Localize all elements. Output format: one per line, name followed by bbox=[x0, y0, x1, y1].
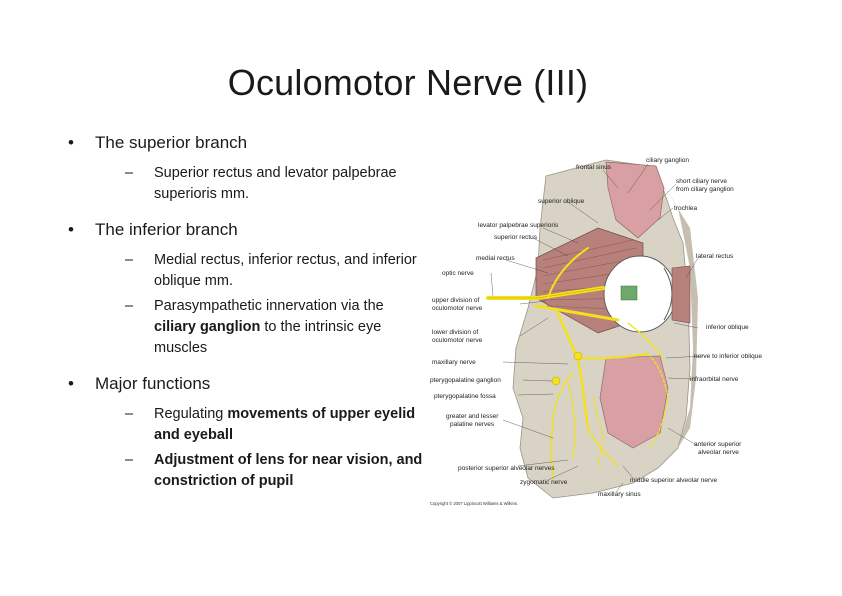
label-inferior-oblique: inferior oblique bbox=[706, 324, 749, 331]
label-short-ciliary-2: from ciliary ganglion bbox=[676, 186, 734, 193]
sub-bullet-text: to the intrinsic eye muscles bbox=[154, 319, 382, 356]
sub-bullet-text: Parasympathetic innervation via the bbox=[154, 298, 384, 314]
leader-lines bbox=[490, 163, 704, 493]
bullet-text: The inferior branch bbox=[95, 220, 238, 239]
label-posterior-superior: posterior superior alveolar nerves bbox=[458, 465, 555, 472]
dash-marker: – bbox=[125, 452, 134, 468]
sub-bullet-bold-text: movements of upper eyelid and eyeball bbox=[154, 406, 416, 443]
label-maxillary-nerve: maxillary nerve bbox=[432, 359, 476, 366]
label-pterygopalatine-ganglion: pterygopalatine ganglion bbox=[430, 377, 501, 384]
label-medial-rectus: medial rectus bbox=[476, 255, 515, 262]
label-trochlea: trochlea bbox=[674, 205, 698, 212]
label-lower-division-1: lower division of bbox=[432, 329, 478, 336]
label-lower-division-2: oculomotor nerve bbox=[432, 337, 483, 344]
dash-marker: – bbox=[125, 406, 134, 422]
label-ciliary-ganglion: ciliary ganglion bbox=[646, 157, 689, 164]
label-short-ciliary-1: short ciliary nerve bbox=[676, 178, 727, 185]
label-zygomatic-nerve: zygomatic nerve bbox=[520, 479, 568, 486]
dash-marker: – bbox=[125, 252, 134, 268]
label-superior-rectus: superior rectus bbox=[494, 234, 538, 241]
muscle-insertion bbox=[620, 285, 638, 301]
maxillary-sinus bbox=[599, 355, 669, 449]
bullet-item: Major functions – Regulating movements of … bbox=[68, 373, 428, 492]
bullet-item: The superior branch – Superior rectus and … bbox=[68, 132, 428, 205]
label-middle-superior: middle superior alveolar nerve bbox=[630, 477, 717, 484]
dash-marker: – bbox=[125, 165, 134, 181]
frontal-sinus bbox=[605, 161, 665, 239]
label-maxillary-sinus: maxillary sinus bbox=[598, 491, 641, 498]
eye-anatomy-illustration: ciliary ganglion frontal sinus short cil… bbox=[430, 157, 762, 506]
sub-bullet-text: Medial rectus, inferior rectus, and infe… bbox=[154, 252, 417, 289]
bullet-item: The inferior branch – Medial rectus, infer… bbox=[68, 219, 428, 359]
skull-shading bbox=[653, 168, 698, 448]
label-upper-division-1: upper division of bbox=[432, 297, 480, 304]
sub-bullet-item: – Regulating movements of upper eyelid an… bbox=[95, 404, 428, 446]
label-palatine-1: greater and lesser bbox=[446, 413, 499, 420]
sub-bullet-bold-text: Adjustment of lens for near vision, and … bbox=[154, 452, 423, 489]
oculomotor-nerves bbox=[486, 247, 669, 479]
bullet-text: The superior branch bbox=[95, 133, 248, 152]
label-optic-nerve: optic nerve bbox=[442, 270, 474, 277]
sub-bullet-item: – Adjustment of lens for near vision, and… bbox=[95, 450, 428, 492]
lateral-rectus bbox=[671, 265, 691, 324]
label-levator: levator palpebrae superioris bbox=[478, 222, 559, 229]
sub-bullet-item: – Medial rectus, inferior rectus, and inf… bbox=[95, 250, 428, 292]
label-pterygopalatine-fossa: pterygopalatine fossa bbox=[434, 393, 496, 400]
ciliary-ganglion bbox=[573, 351, 583, 361]
bullet-text: Major functions bbox=[95, 374, 211, 393]
label-upper-division-2: oculomotor nerve bbox=[432, 305, 483, 312]
sub-bullet-item: – Superior rectus and levator palpebrae s… bbox=[95, 163, 428, 205]
label-anterior-superior-2: alveolar nerve bbox=[698, 449, 739, 456]
label-lateral-rectus: lateral rectus bbox=[696, 253, 734, 260]
sub-bullet-text: Superior rectus and levator palpebrae su… bbox=[154, 165, 397, 202]
slide-title: Oculomotor Nerve (III) bbox=[227, 62, 589, 103]
label-palatine-2: palatine nerves bbox=[450, 421, 495, 428]
label-anterior-superior-1: anterior superior bbox=[694, 441, 742, 448]
dash-marker: – bbox=[125, 298, 134, 314]
label-infraorbital-nerve: infraorbital nerve bbox=[690, 376, 739, 383]
label-nerve-inferior-oblique: nerve to inferior oblique bbox=[694, 353, 762, 360]
bullet-list: The superior branch – Superior rectus and … bbox=[68, 132, 428, 506]
label-frontal-sinus: frontal sinus bbox=[576, 164, 612, 171]
figure-copyright: Copyright © 2007 Lippincott Williams & W… bbox=[430, 501, 518, 506]
sub-bullet-text: Regulating bbox=[154, 406, 228, 422]
label-superior-oblique: superior oblique bbox=[538, 198, 585, 205]
pterygopalatine-ganglion bbox=[551, 376, 561, 386]
sub-bullet-bold-text: ciliary ganglion bbox=[154, 319, 261, 335]
sub-bullet-item: – Parasympathetic innervation via the cil… bbox=[95, 296, 428, 359]
eye-anatomy-figure: ciliary ganglion frontal sinus short cil… bbox=[428, 148, 788, 512]
